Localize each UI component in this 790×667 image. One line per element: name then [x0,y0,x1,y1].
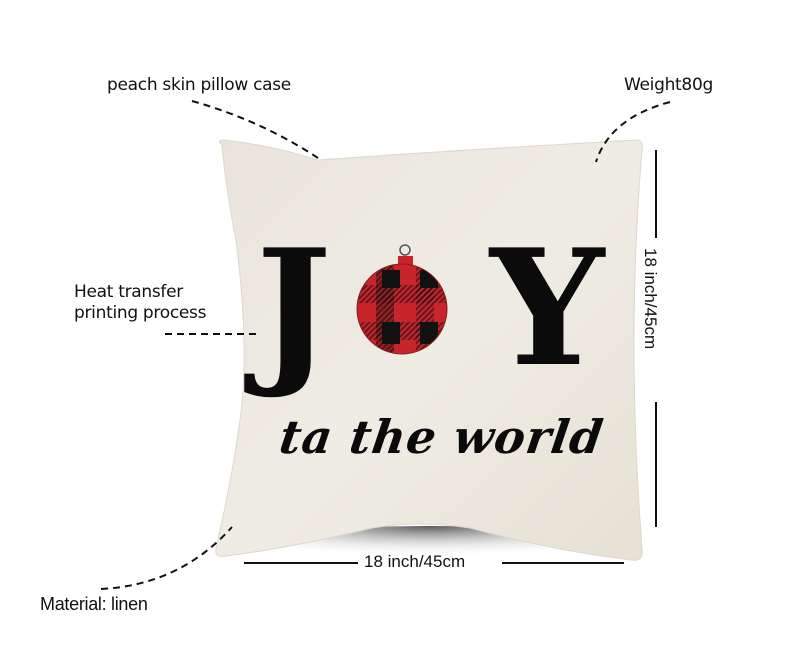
process-label: Heat transfer printing process [74,282,206,324]
material-leader-line [100,526,233,590]
weight-leader-line [595,101,671,163]
fabric-leader-line [191,100,319,159]
fabric-label: peach skin pillow case [107,75,291,95]
ornament-cap [398,256,413,267]
process-label-line2: printing process [74,303,207,323]
width-dimension-label: 18 inch/45cm [364,552,466,571]
process-label-line1: Heat transfer [74,282,183,302]
letter-y: Y [490,214,605,402]
weight-label: Weight80g [624,75,713,95]
height-dimension-label: 18 inch/45cm [641,248,660,350]
plaid-ornament [356,244,448,355]
letter-j: J [256,214,332,402]
pillow-body [215,139,643,561]
ornament-hook-icon [399,244,411,256]
tagline-text: ta the world [276,410,607,464]
material-label: Material: linen [40,594,148,614]
